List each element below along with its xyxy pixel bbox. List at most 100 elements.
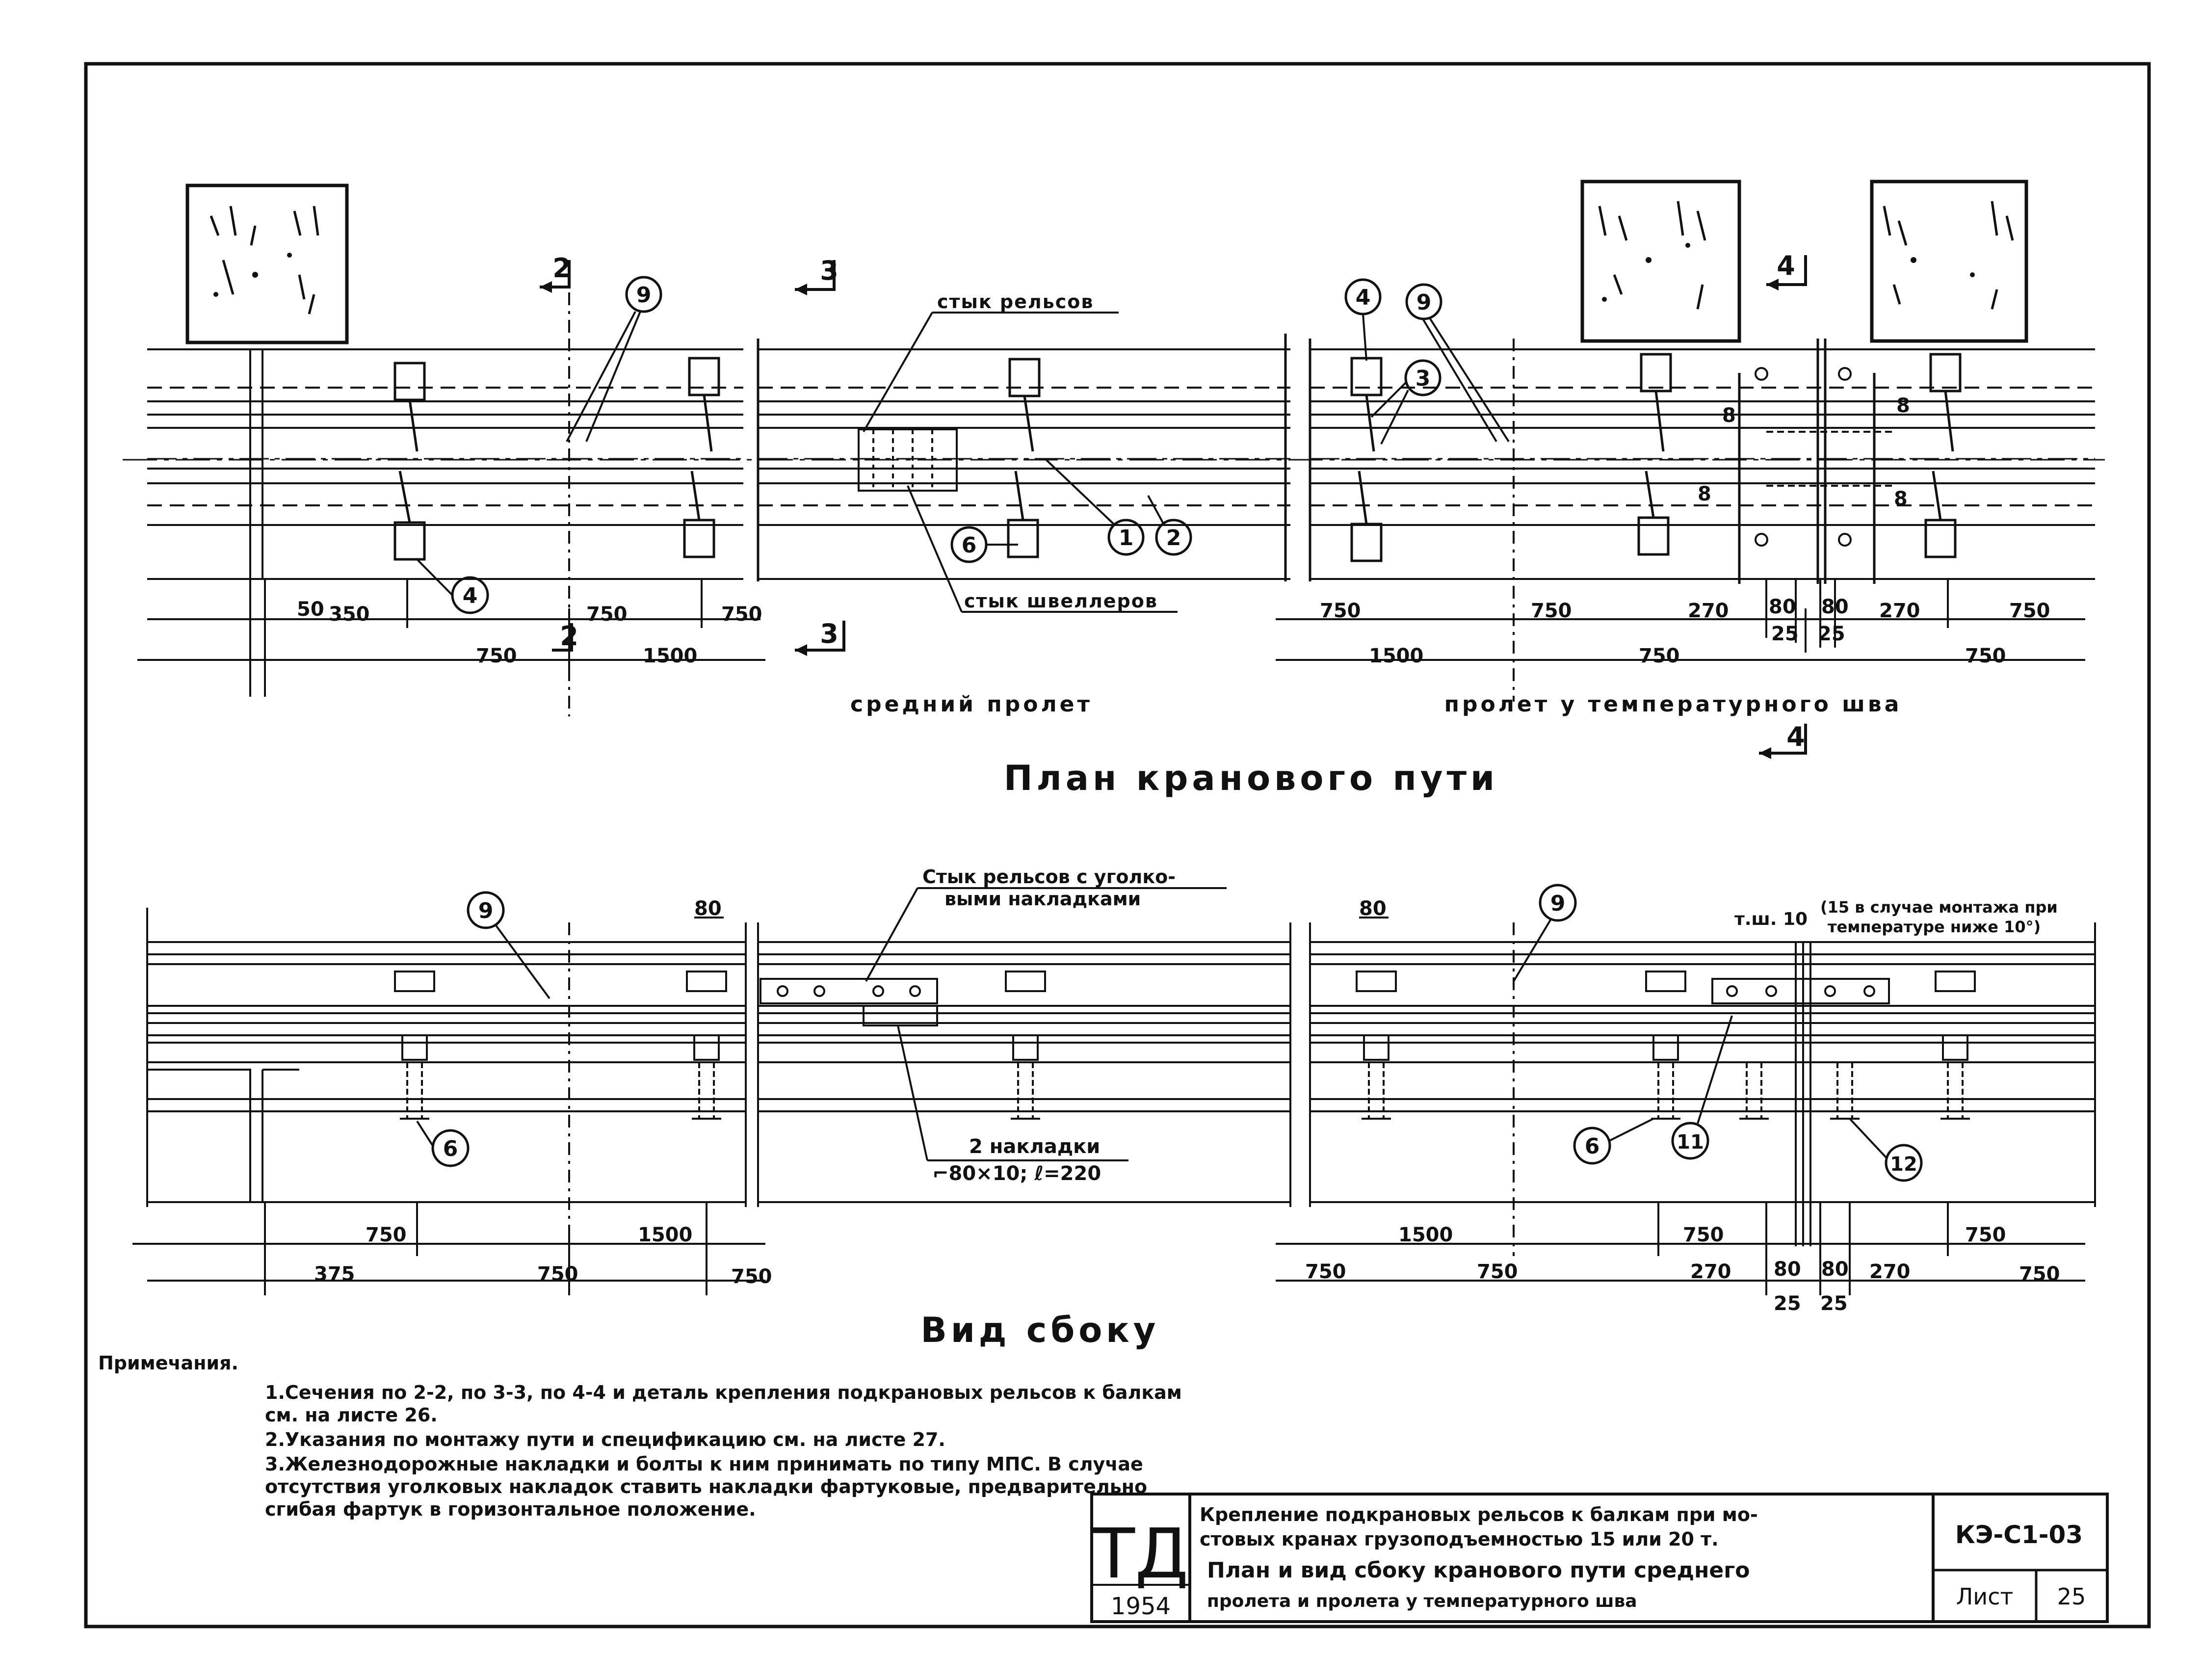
section-mark-3-top: 3	[795, 255, 839, 295]
svg-text:750: 750	[1639, 645, 1680, 667]
plan-beam-middle	[757, 334, 1290, 581]
svg-text:80: 80	[1821, 1258, 1849, 1281]
callout-side-plates: 2 накладки ⌐80×10; ℓ=220	[897, 1025, 1128, 1185]
column-right-1	[1580, 180, 1741, 343]
svg-text:750: 750	[721, 603, 762, 626]
svg-text:750: 750	[1477, 1260, 1518, 1283]
svg-text:8: 8	[1894, 488, 1908, 510]
callout-side-rail-joint: Стык рельсов с уголко- выми накладками	[865, 866, 1227, 982]
plan-marker-6: 6	[950, 526, 1018, 563]
svg-text:750: 750	[1320, 600, 1361, 622]
svg-text:50: 50	[297, 598, 324, 621]
svg-text:Стык рельсов с уголко-: Стык рельсов с уголко-	[922, 866, 1176, 888]
note-item-3: 3.Железнодорожные накладки и болты к ним…	[265, 1453, 1148, 1520]
side-view: 9 6 9 6 11 12 Стык рельсов с уголко- вым…	[132, 866, 2096, 1350]
side-marker-12: 12	[1849, 1118, 1923, 1182]
section-mark-4-top: 4	[1766, 250, 1807, 290]
side-title: Вид сбоку	[921, 1310, 1160, 1350]
plan-marker-4-left: 4	[416, 558, 489, 614]
svg-text:375: 375	[314, 1263, 355, 1286]
plan-title: План кранового пути	[1004, 758, 1498, 798]
svg-text:3: 3	[820, 255, 839, 286]
svg-text:25: 25	[1820, 1292, 1848, 1315]
svg-text:750: 750	[2009, 600, 2050, 622]
svg-text:т.ш. 10: т.ш. 10	[1734, 909, 1808, 929]
stamp-code: КЭ-С1-03	[1955, 1521, 2083, 1549]
side-marker-9-left: 9	[467, 891, 550, 999]
side-rail-joint	[760, 942, 1890, 1246]
svg-text:(15 в случае монтажа при: (15 в случае монтажа при	[1820, 898, 2058, 917]
stamp-sheet-label: Лист	[1956, 1583, 2014, 1610]
plan-marker-3: 3	[1370, 359, 1442, 445]
stamp-title-line3: План и вид сбоку кранового пути среднего	[1207, 1558, 1750, 1583]
note-item-2: 2.Указания по монтажу пути и спецификаци…	[265, 1429, 945, 1450]
svg-text:750: 750	[537, 1263, 578, 1286]
side-beam-lines	[146, 908, 2096, 1207]
svg-text:6: 6	[1585, 1134, 1600, 1159]
plan-dims-right	[1276, 579, 2085, 661]
callout-channel-joint: стык швеллеров	[907, 485, 1178, 613]
svg-text:25: 25	[1774, 1292, 1801, 1315]
svg-text:8: 8	[1896, 394, 1910, 417]
svg-text:1500: 1500	[638, 1224, 692, 1246]
svg-text:⌐80×10; ℓ=220: ⌐80×10; ℓ=220	[932, 1162, 1101, 1185]
plan-marker-1: 1	[1044, 458, 1145, 556]
plan-clamps	[393, 353, 1962, 562]
svg-text:750: 750	[731, 1265, 772, 1288]
svg-text:выми накладками: выми накладками	[944, 888, 1141, 910]
stamp-year: 1954	[1111, 1593, 1171, 1620]
svg-text:6: 6	[443, 1136, 458, 1161]
note-item-1: 1.Сечения по 2-2, по 3-3, по 4-4 и детал…	[265, 1382, 1182, 1426]
svg-text:270: 270	[1688, 600, 1729, 622]
svg-text:750: 750	[586, 603, 628, 626]
svg-text:9: 9	[478, 898, 494, 923]
svg-text:80: 80	[694, 897, 722, 920]
svg-text:750: 750	[1531, 600, 1572, 622]
svg-text:стык швеллеров: стык швеллеров	[964, 590, 1158, 612]
svg-text:750: 750	[2019, 1263, 2060, 1286]
svg-text:80: 80	[1769, 596, 1796, 618]
notes-heading: Примечания.	[98, 1352, 238, 1374]
stamp-title-line2: стовых кранах грузоподъемностью 15 или 2…	[1200, 1528, 1719, 1550]
svg-text:270: 270	[1869, 1260, 1911, 1283]
svg-text:11: 11	[1677, 1131, 1704, 1154]
section-mark-4-bottom: 4	[1759, 721, 1807, 759]
plan-marker-4-right: 4	[1344, 278, 1382, 361]
svg-text:80: 80	[1821, 596, 1849, 618]
svg-text:3: 3	[820, 618, 839, 649]
plan-view: 9 4 6 1 2 4 9 3 2 3 4 2 3 4 стык рельсов…	[123, 180, 2105, 798]
svg-text:270: 270	[1690, 1260, 1731, 1283]
side-marker-11: 11	[1671, 1015, 1733, 1160]
svg-text:1: 1	[1119, 525, 1134, 551]
plan-beam-left	[147, 348, 743, 697]
plan-marker-9-right: 9	[1405, 283, 1510, 443]
column-left	[185, 184, 349, 344]
svg-text:стык рельсов: стык рельсов	[937, 291, 1094, 313]
stamp-sheet-number: 25	[2057, 1583, 2086, 1610]
svg-text:750: 750	[1683, 1224, 1724, 1246]
plan-dims-left	[137, 579, 765, 697]
stamp-title-line1: Крепление подкрановых рельсов к балкам п…	[1200, 1504, 1758, 1525]
svg-text:750: 750	[1305, 1260, 1346, 1283]
section-mark-2-bottom: 2	[552, 621, 578, 652]
svg-text:750: 750	[1965, 1224, 2006, 1246]
plan-caption-right: пролет у температурного шва	[1444, 692, 1902, 717]
svg-text:4: 4	[1786, 721, 1805, 752]
svg-text:2 накладки: 2 накладки	[969, 1135, 1100, 1158]
svg-text:270: 270	[1879, 600, 1920, 622]
svg-text:1500: 1500	[1398, 1224, 1453, 1246]
svg-text:8: 8	[1698, 483, 1711, 505]
notes-list: 1.Сечения по 2-2, по 3-3, по 4-4 и детал…	[265, 1381, 1197, 1522]
side-marker-6-left: 6	[416, 1120, 470, 1167]
svg-text:9: 9	[1550, 891, 1566, 916]
svg-text:4: 4	[1356, 285, 1371, 310]
svg-text:4: 4	[463, 583, 478, 608]
side-dims-lines	[132, 917, 2085, 1295]
column-right-2	[1870, 180, 2028, 343]
plan-caption-left: средний пролет	[850, 692, 1093, 717]
sheet-frame	[84, 62, 2151, 1628]
svg-text:9: 9	[1416, 290, 1432, 315]
svg-text:4: 4	[1777, 250, 1795, 281]
svg-text:8: 8	[1722, 404, 1736, 427]
side-marker-9-right: 9	[1513, 884, 1577, 982]
